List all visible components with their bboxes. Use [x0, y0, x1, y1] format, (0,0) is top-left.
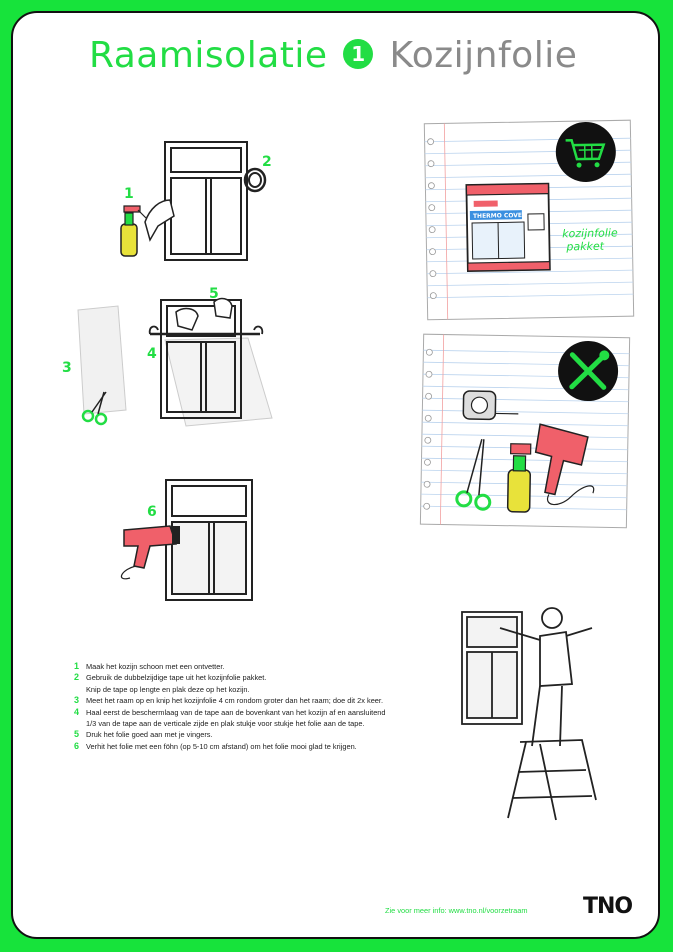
- step-text: Meet het raam op en knip het kozijnfolie…: [86, 695, 474, 706]
- step-text: Gebruik de dubbelzijdige tape uit het ko…: [86, 672, 474, 695]
- step-text: Verhit het folie met een föhn (op 5-10 c…: [86, 741, 474, 752]
- figure-number-1: 1: [124, 186, 134, 202]
- step-item: 6 Verhit het folie met een föhn (op 5-10…: [74, 741, 474, 752]
- figure-number-5: 5: [209, 286, 219, 302]
- step-number: 3: [74, 695, 80, 706]
- step-line: Verhit het folie met een föhn (op 5-10 c…: [86, 741, 357, 751]
- step-text: Druk het folie goed aan met je vingers.: [86, 729, 474, 740]
- illustration-man-on-ladder: [461, 607, 597, 821]
- illustration-clean-window: [164, 141, 267, 261]
- shopping-card: THERMO COVER kozijnfolie pakket: [423, 119, 635, 321]
- hand-icon: [213, 297, 233, 319]
- step-item: 5 Druk het folie goed aan met je vingers…: [74, 729, 474, 740]
- hair-dryer-icon: [120, 525, 180, 580]
- scissors-icon: [81, 391, 108, 426]
- foil-package-icon: THERMO COVER: [465, 182, 551, 272]
- step-item: 1 Maak het kozijn schoon met een ontvett…: [74, 661, 474, 672]
- illustration-foil-window: [148, 299, 264, 419]
- figure-number-4: 4: [147, 346, 157, 362]
- step-line: 1/3 van de tape aan de verticale zijde e…: [86, 719, 365, 729]
- figure-number-3: 3: [62, 360, 72, 376]
- spray-bottle-icon: [506, 443, 532, 513]
- tools-icon: [558, 341, 619, 402]
- page-title: Raamisolatie 1 Kozijnfolie: [89, 35, 577, 76]
- package-note-line2: pakket: [565, 240, 604, 254]
- tno-logo: TNO: [583, 894, 633, 919]
- step-line: Meet het raam op en knip het kozijnfolie…: [86, 696, 384, 706]
- hand-icon: [144, 199, 175, 242]
- step-line: Gebruik de dubbelzijdige tape uit het ko…: [86, 673, 267, 683]
- step-number: 1: [74, 661, 80, 671]
- foil-sheet: [77, 305, 273, 427]
- shopping-cart-icon: [555, 121, 616, 182]
- tape-measure-icon: [462, 390, 519, 421]
- figure-number-6: 6: [147, 504, 157, 520]
- illustration-heat-window: [165, 479, 253, 601]
- figure-number-2: 2: [262, 154, 272, 170]
- hand-icon: [175, 307, 199, 331]
- step-item: 4 Haal eerst de beschermlaag van de tape…: [74, 707, 474, 730]
- package-note-line1: kozijnfolie: [562, 226, 618, 240]
- title-badge: 1: [343, 39, 374, 69]
- step-text: Haal eerst de beschermlaag van de tape a…: [86, 707, 474, 730]
- step-number: 4: [74, 706, 80, 717]
- hair-dryer-icon: [534, 423, 595, 506]
- tools-card: [419, 333, 631, 529]
- step-number: 2: [74, 672, 80, 683]
- step-line: Maak het kozijn schoon met een ontvetter…: [86, 662, 225, 671]
- step-line: Knip de tape op lengte en plak deze op h…: [86, 684, 250, 694]
- spray-bottle-icon: [120, 205, 147, 257]
- step-number: 6: [74, 740, 80, 751]
- package-label: THERMO COVER: [473, 212, 527, 220]
- title-part1: Raamisolatie: [89, 35, 328, 76]
- title-part2: Kozijnfolie: [389, 35, 578, 76]
- step-number: 5: [74, 729, 80, 740]
- step-item: 2 Gebruik de dubbelzijdige tape uit het …: [74, 672, 474, 695]
- step-line: Haal eerst de beschermlaag van de tape a…: [86, 707, 386, 717]
- step-text: Maak het kozijn schoon met een ontvetter…: [86, 661, 474, 672]
- more-info-link[interactable]: Zie voor meer info: www.tno.nl/voorzetra…: [385, 906, 528, 915]
- scissors-icon: [455, 439, 492, 511]
- step-line: Druk het folie goed aan met je vingers.: [86, 730, 213, 740]
- step-item: 3 Meet het raam op en knip het kozijnfol…: [74, 695, 474, 706]
- instruction-steps: 1 Maak het kozijn schoon met een ontvett…: [74, 661, 474, 752]
